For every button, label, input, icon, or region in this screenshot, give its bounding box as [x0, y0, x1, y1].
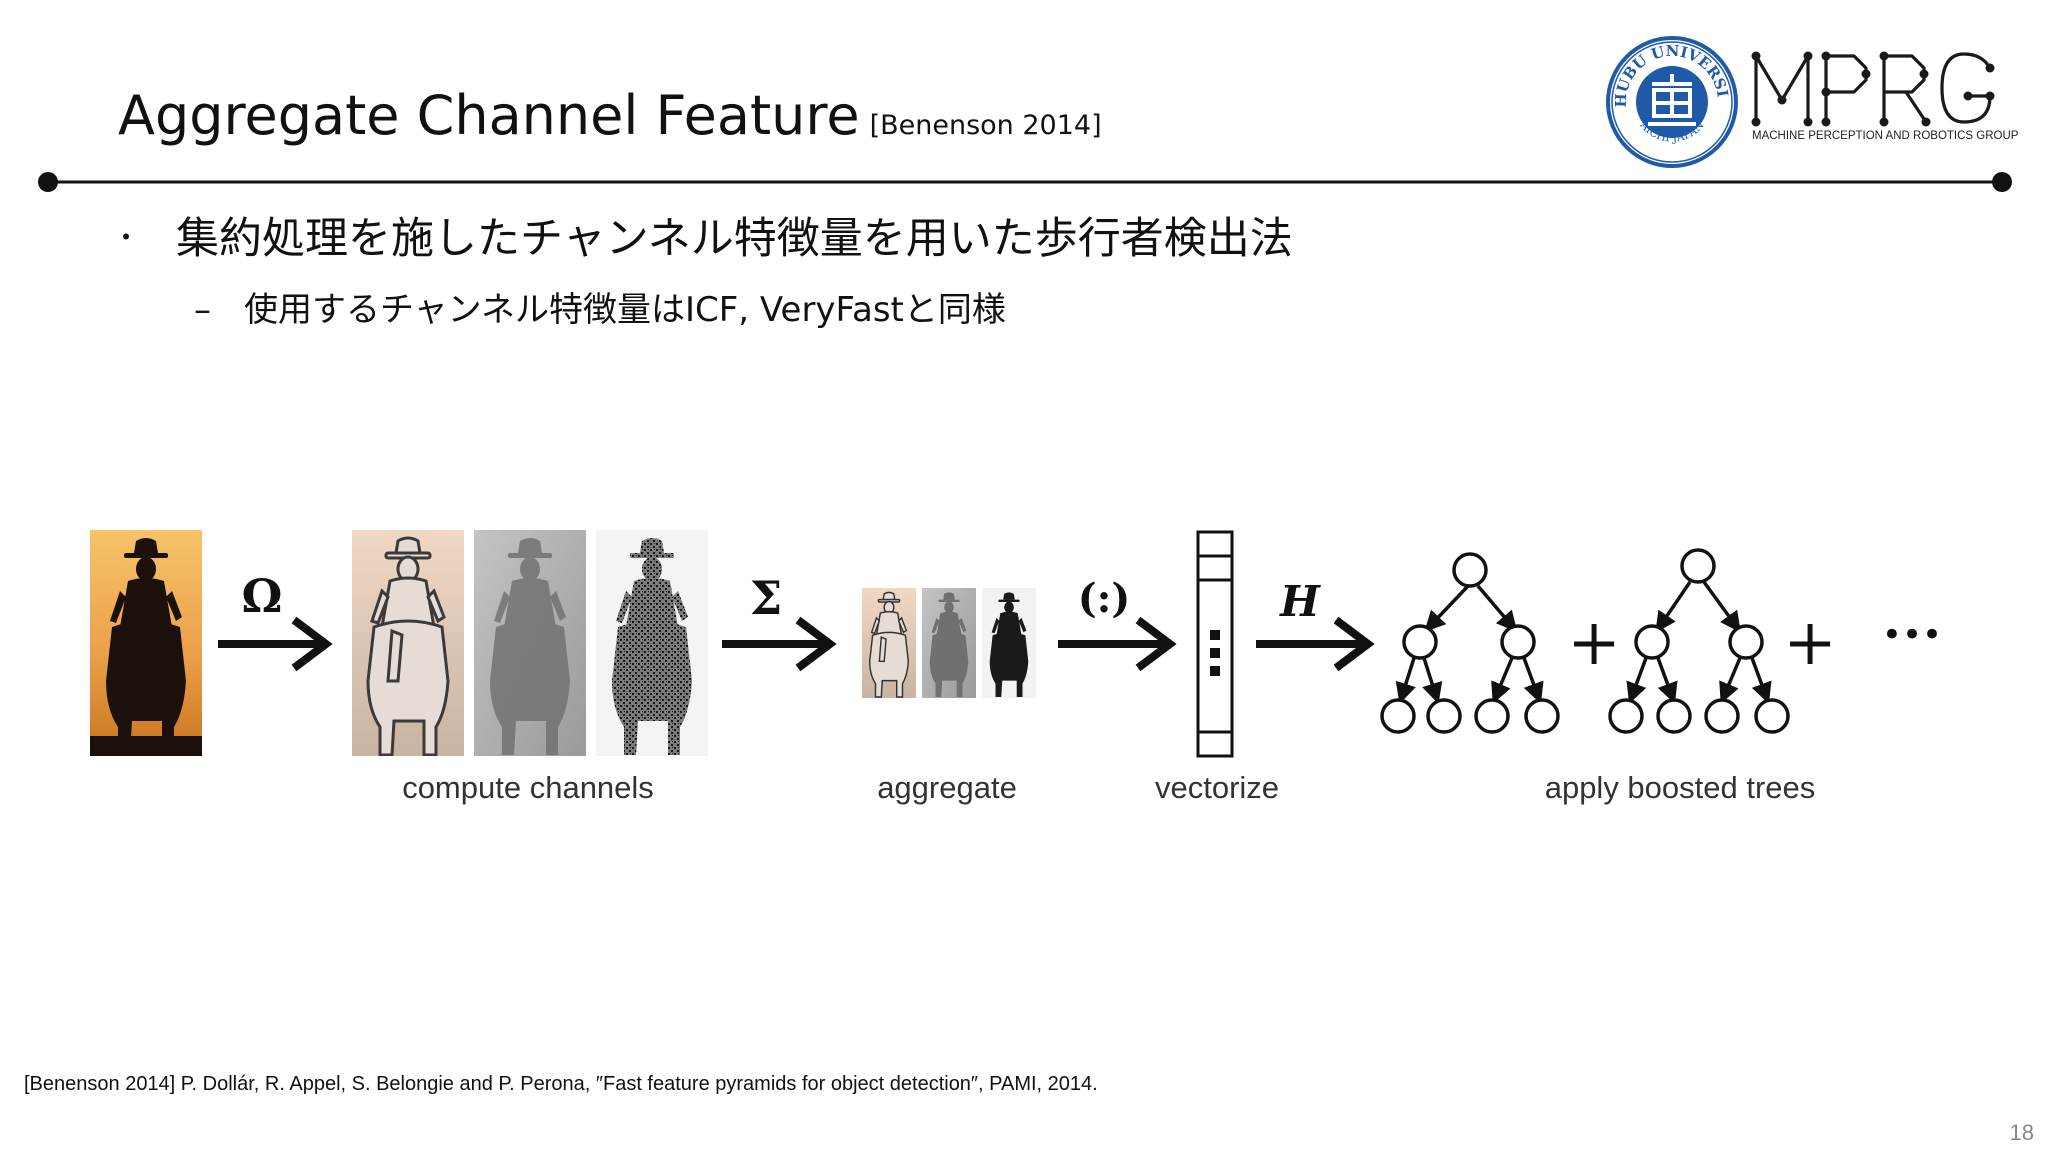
- channel-gradient-magnitude: [474, 530, 586, 756]
- mprg-letter-g: [1940, 52, 1992, 124]
- input-image: [90, 530, 202, 756]
- vector-ellipsis: [1210, 630, 1220, 676]
- title-reference: [Benenson 2014]: [869, 110, 1102, 141]
- header-rule: [38, 172, 2012, 192]
- bullet-level-1: ・ 集約処理を施したチャンネル特徴量を用いた歩行者検出法: [112, 208, 1293, 269]
- reference-footnote: [Benenson 2014] P. Dollár, R. Appel, S. …: [24, 1073, 1098, 1095]
- aggregated-channel-3: [982, 588, 1036, 698]
- mprg-letter-m: [1754, 54, 1810, 124]
- omega-symbol: Ω: [242, 569, 283, 623]
- slide-title-text: Aggregate Channel Feature: [118, 84, 860, 147]
- colon-operator-symbol: (:): [1078, 575, 1131, 622]
- mprg-nodes: [1751, 51, 1995, 127]
- chubu-university-seal: CHUBU UNIVERSITY AICHI JAPAN: [1604, 34, 1738, 168]
- header-rule-right-dot: [1992, 172, 2012, 192]
- bullet-text: 集約処理を施したチャンネル特徴量を用いた歩行者検出法: [176, 214, 1293, 264]
- arrow-compute-channels: [218, 616, 333, 672]
- trees-ellipsis: •••: [1882, 615, 1942, 655]
- mprg-logo: [1751, 51, 1995, 127]
- bullet-marker: ・: [112, 221, 141, 254]
- plus-sign-2: +: [1783, 606, 1837, 680]
- arrow-aggregate: [722, 616, 837, 672]
- caption-compute-channels: compute channels: [402, 770, 654, 805]
- caption-aggregate: aggregate: [877, 770, 1017, 805]
- header-rule-left-dot: [38, 172, 58, 192]
- classifier-h-symbol: H: [1279, 577, 1321, 626]
- channel-luv: [352, 530, 464, 756]
- sub-bullet-marker: –: [194, 290, 211, 330]
- caption-apply-boosted-trees: apply boosted trees: [1544, 770, 1816, 805]
- boosted-tree-1: [1380, 552, 1560, 734]
- sub-bullet-text: 使用するチャンネル特徴量はICF, VeryFastと同様: [244, 290, 1006, 330]
- feature-vector: [1196, 530, 1234, 758]
- seal-emblem-glyph: [1648, 74, 1696, 126]
- page-number: 18: [2009, 1120, 2034, 1145]
- bullet-level-2: –使用するチャンネル特徴量はICF, VeryFastと同様: [194, 286, 1006, 334]
- seal-inner-ring: [1611, 41, 1733, 163]
- channel-gradient-histogram: [596, 530, 708, 756]
- arrow-classify: [1256, 616, 1375, 672]
- boosted-tree-2: [1608, 548, 1790, 734]
- acf-pipeline-diagram: Ω Σ (:): [90, 530, 1942, 758]
- plus-sign-1: +: [1567, 606, 1621, 680]
- arrow-vectorize: [1058, 616, 1177, 672]
- aggregated-channel-1: [862, 588, 916, 698]
- mprg-letter-p: [1824, 54, 1868, 124]
- sigma-symbol: Σ: [750, 571, 783, 625]
- slide-title: Aggregate Channel Feature [Benenson 2014]: [118, 78, 1102, 164]
- aggregated-channel-2: [922, 588, 976, 698]
- mprg-subtitle: MACHINE PERCEPTION AND ROBOTICS GROUP: [1752, 130, 2019, 142]
- caption-vectorize: vectorize: [1154, 770, 1280, 805]
